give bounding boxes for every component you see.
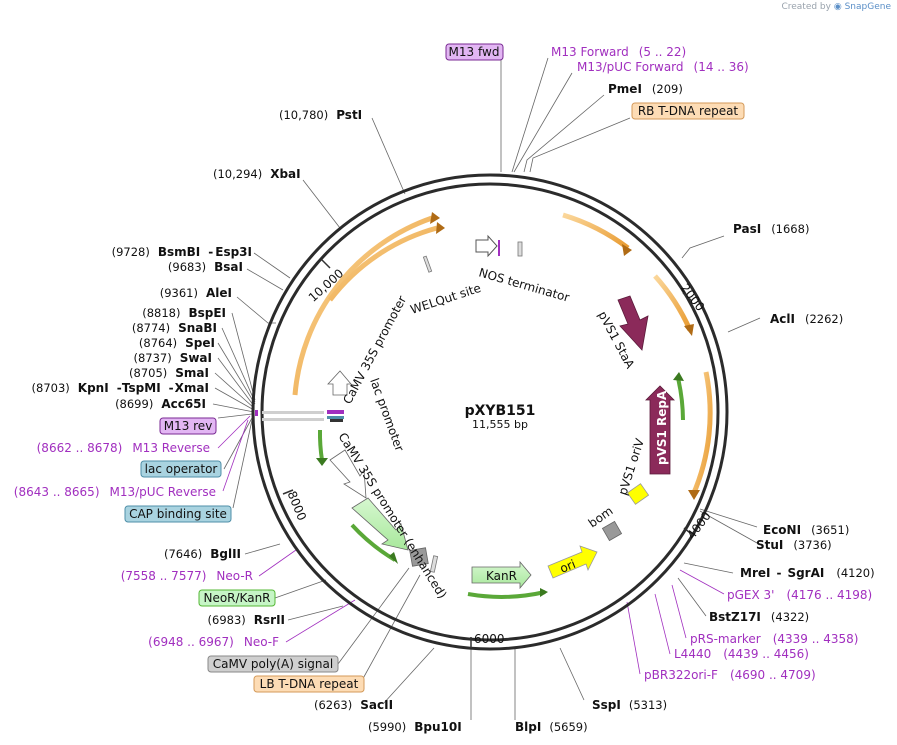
label-box-lb-tdna: LB T-DNA repeat xyxy=(253,675,365,693)
snapgene-credit: Created by ◉ SnapGene xyxy=(781,2,891,12)
arc-right-lower xyxy=(690,371,713,496)
neor-kanr-text: NeoR/KanR xyxy=(203,591,270,605)
label-bglii: (7646)BglII xyxy=(164,547,241,561)
label-box-m13-rev: M13 rev xyxy=(159,417,217,435)
label-psti: (10,780)PstI xyxy=(279,108,362,122)
label-bstz17i: BstZ17I(4322) xyxy=(709,610,809,624)
snapgene-logo: ◉ xyxy=(833,2,842,12)
label-spei: (8764)SpeI xyxy=(139,336,215,350)
label-pmei: PmeI(209) xyxy=(608,82,683,96)
camv35s-arrow xyxy=(327,370,352,396)
welqut-marker xyxy=(422,255,433,273)
label-neo-f: (6948 .. 6967)Neo-F xyxy=(148,635,279,649)
label-box-camv-polya: CaMV poly(A) signal xyxy=(207,655,339,673)
tick-label-6000: 6000 xyxy=(474,632,505,646)
label-acli: AclI(2262) xyxy=(770,312,843,326)
bom-box xyxy=(601,520,623,542)
arc-top-right xyxy=(562,212,630,250)
leader-lines xyxy=(212,45,761,720)
label-pbr322: pBR322ori-F(4690 .. 4709) xyxy=(644,668,816,682)
green-arrowheads xyxy=(316,372,684,597)
orange-arcs xyxy=(292,212,713,496)
label-box-neor-kanr: NeoR/KanR xyxy=(198,589,276,607)
label-m13puc-forward: M13/pUC Forward(14 .. 36) xyxy=(577,60,749,74)
pvs1-repa-arrow xyxy=(645,385,675,475)
label-kpni: (8703)KpnI-TspMI-XmaI xyxy=(32,381,209,395)
nos-terminator-feature xyxy=(475,234,523,258)
lac-operator-text: lac operator xyxy=(145,462,218,476)
camv-polya-text: CaMV poly(A) signal xyxy=(213,657,333,671)
camv35s-enhanced-arrow xyxy=(351,497,409,551)
lb-marker xyxy=(429,555,439,573)
label-m13-reverse: (8662 .. 8678)M13 Reverse xyxy=(37,441,210,455)
cap-text: CAP binding site xyxy=(129,507,227,521)
mcs-cluster xyxy=(255,410,344,422)
label-rsrii: (6983)RsrII xyxy=(208,613,285,627)
label-pasi: PasI(1668) xyxy=(733,222,809,236)
credit-prefix: Created by xyxy=(781,2,831,12)
label-box-m13-fwd: M13 fwd xyxy=(445,43,504,61)
m13-fwd-text: M13 fwd xyxy=(449,45,500,59)
label-bspei: (8818)BspEI xyxy=(142,306,226,320)
ori-arrow xyxy=(547,545,598,579)
credit-brand: SnapGene xyxy=(844,2,891,12)
label-prs-marker: pRS-marker(4339 .. 4358) xyxy=(690,632,858,646)
pvs1-staa-arrow xyxy=(617,295,649,351)
label-mrei: MreI-SgrAI(4120) xyxy=(740,566,875,580)
label-alei: (9361)AleI xyxy=(160,286,232,300)
label-pvs1-repa: pVS1 RepA xyxy=(655,390,669,465)
m13-rev-text: M13 rev xyxy=(164,419,213,433)
label-pgex3: pGEX 3'(4176 .. 4198) xyxy=(727,588,872,602)
label-kanr: KanR xyxy=(486,569,517,583)
label-blpi: BlpI(5659) xyxy=(515,720,588,734)
label-m13-forward: M13 Forward(5 .. 22) xyxy=(551,45,686,59)
label-econi: EcoNI(3651) xyxy=(763,523,849,537)
rb-tdna-text: RB T-DNA repeat xyxy=(638,104,739,118)
label-m13puc-reverse: (8643 .. 8665)M13/pUC Reverse xyxy=(14,485,216,499)
label-smai: (8705)SmaI xyxy=(129,366,209,380)
label-nos-terminator: NOS terminator xyxy=(477,265,571,304)
orange-arrowheads xyxy=(430,212,700,500)
label-neo-r: (7558 .. 7577)Neo-R xyxy=(121,569,253,583)
label-lac-promoter: lac promoter xyxy=(367,376,406,453)
label-bsmbi: (9728)BsmBI-Esp3I xyxy=(112,245,252,259)
label-bpu10i: (5990)Bpu10I xyxy=(368,720,462,734)
pvs1-oriv-box xyxy=(626,483,650,505)
label-welqut: WELQut site xyxy=(409,281,483,317)
label-sacii: (6263)SacII xyxy=(314,698,393,712)
polya-box xyxy=(409,547,429,567)
label-swai: (8737)SwaI xyxy=(133,351,212,365)
label-box-cap: CAP binding site xyxy=(124,505,232,523)
lb-tdna-text: LB T-DNA repeat xyxy=(260,677,359,691)
label-box-rb-tdna: RB T-DNA repeat xyxy=(631,102,745,120)
label-box-lac-operator: lac operator xyxy=(140,460,222,478)
plasmid-size: 11,555 bp xyxy=(472,418,528,431)
label-stui: StuI(3736) xyxy=(756,538,832,552)
plasmid-name: pXYB151 xyxy=(465,403,536,419)
label-sspi: SspI(5313) xyxy=(592,698,667,712)
arc-left-outer xyxy=(292,215,433,396)
lac-promoter-arrow xyxy=(329,449,367,499)
label-snabi: (8774)SnaBI xyxy=(132,321,217,335)
label-ori: ori xyxy=(558,557,578,576)
arc-left-inner xyxy=(328,225,438,302)
label-camv35s-enhanced: CaMV 35S promoter (enhanced) xyxy=(335,430,449,601)
label-acc65i: (8699)Acc65I xyxy=(115,397,206,411)
label-xbai: (10,294)XbaI xyxy=(213,167,301,181)
label-l4440: L4440(4439 .. 4456) xyxy=(674,647,809,661)
kanr-arrow xyxy=(471,560,532,590)
label-bsai: (9683)BsaI xyxy=(168,260,243,274)
